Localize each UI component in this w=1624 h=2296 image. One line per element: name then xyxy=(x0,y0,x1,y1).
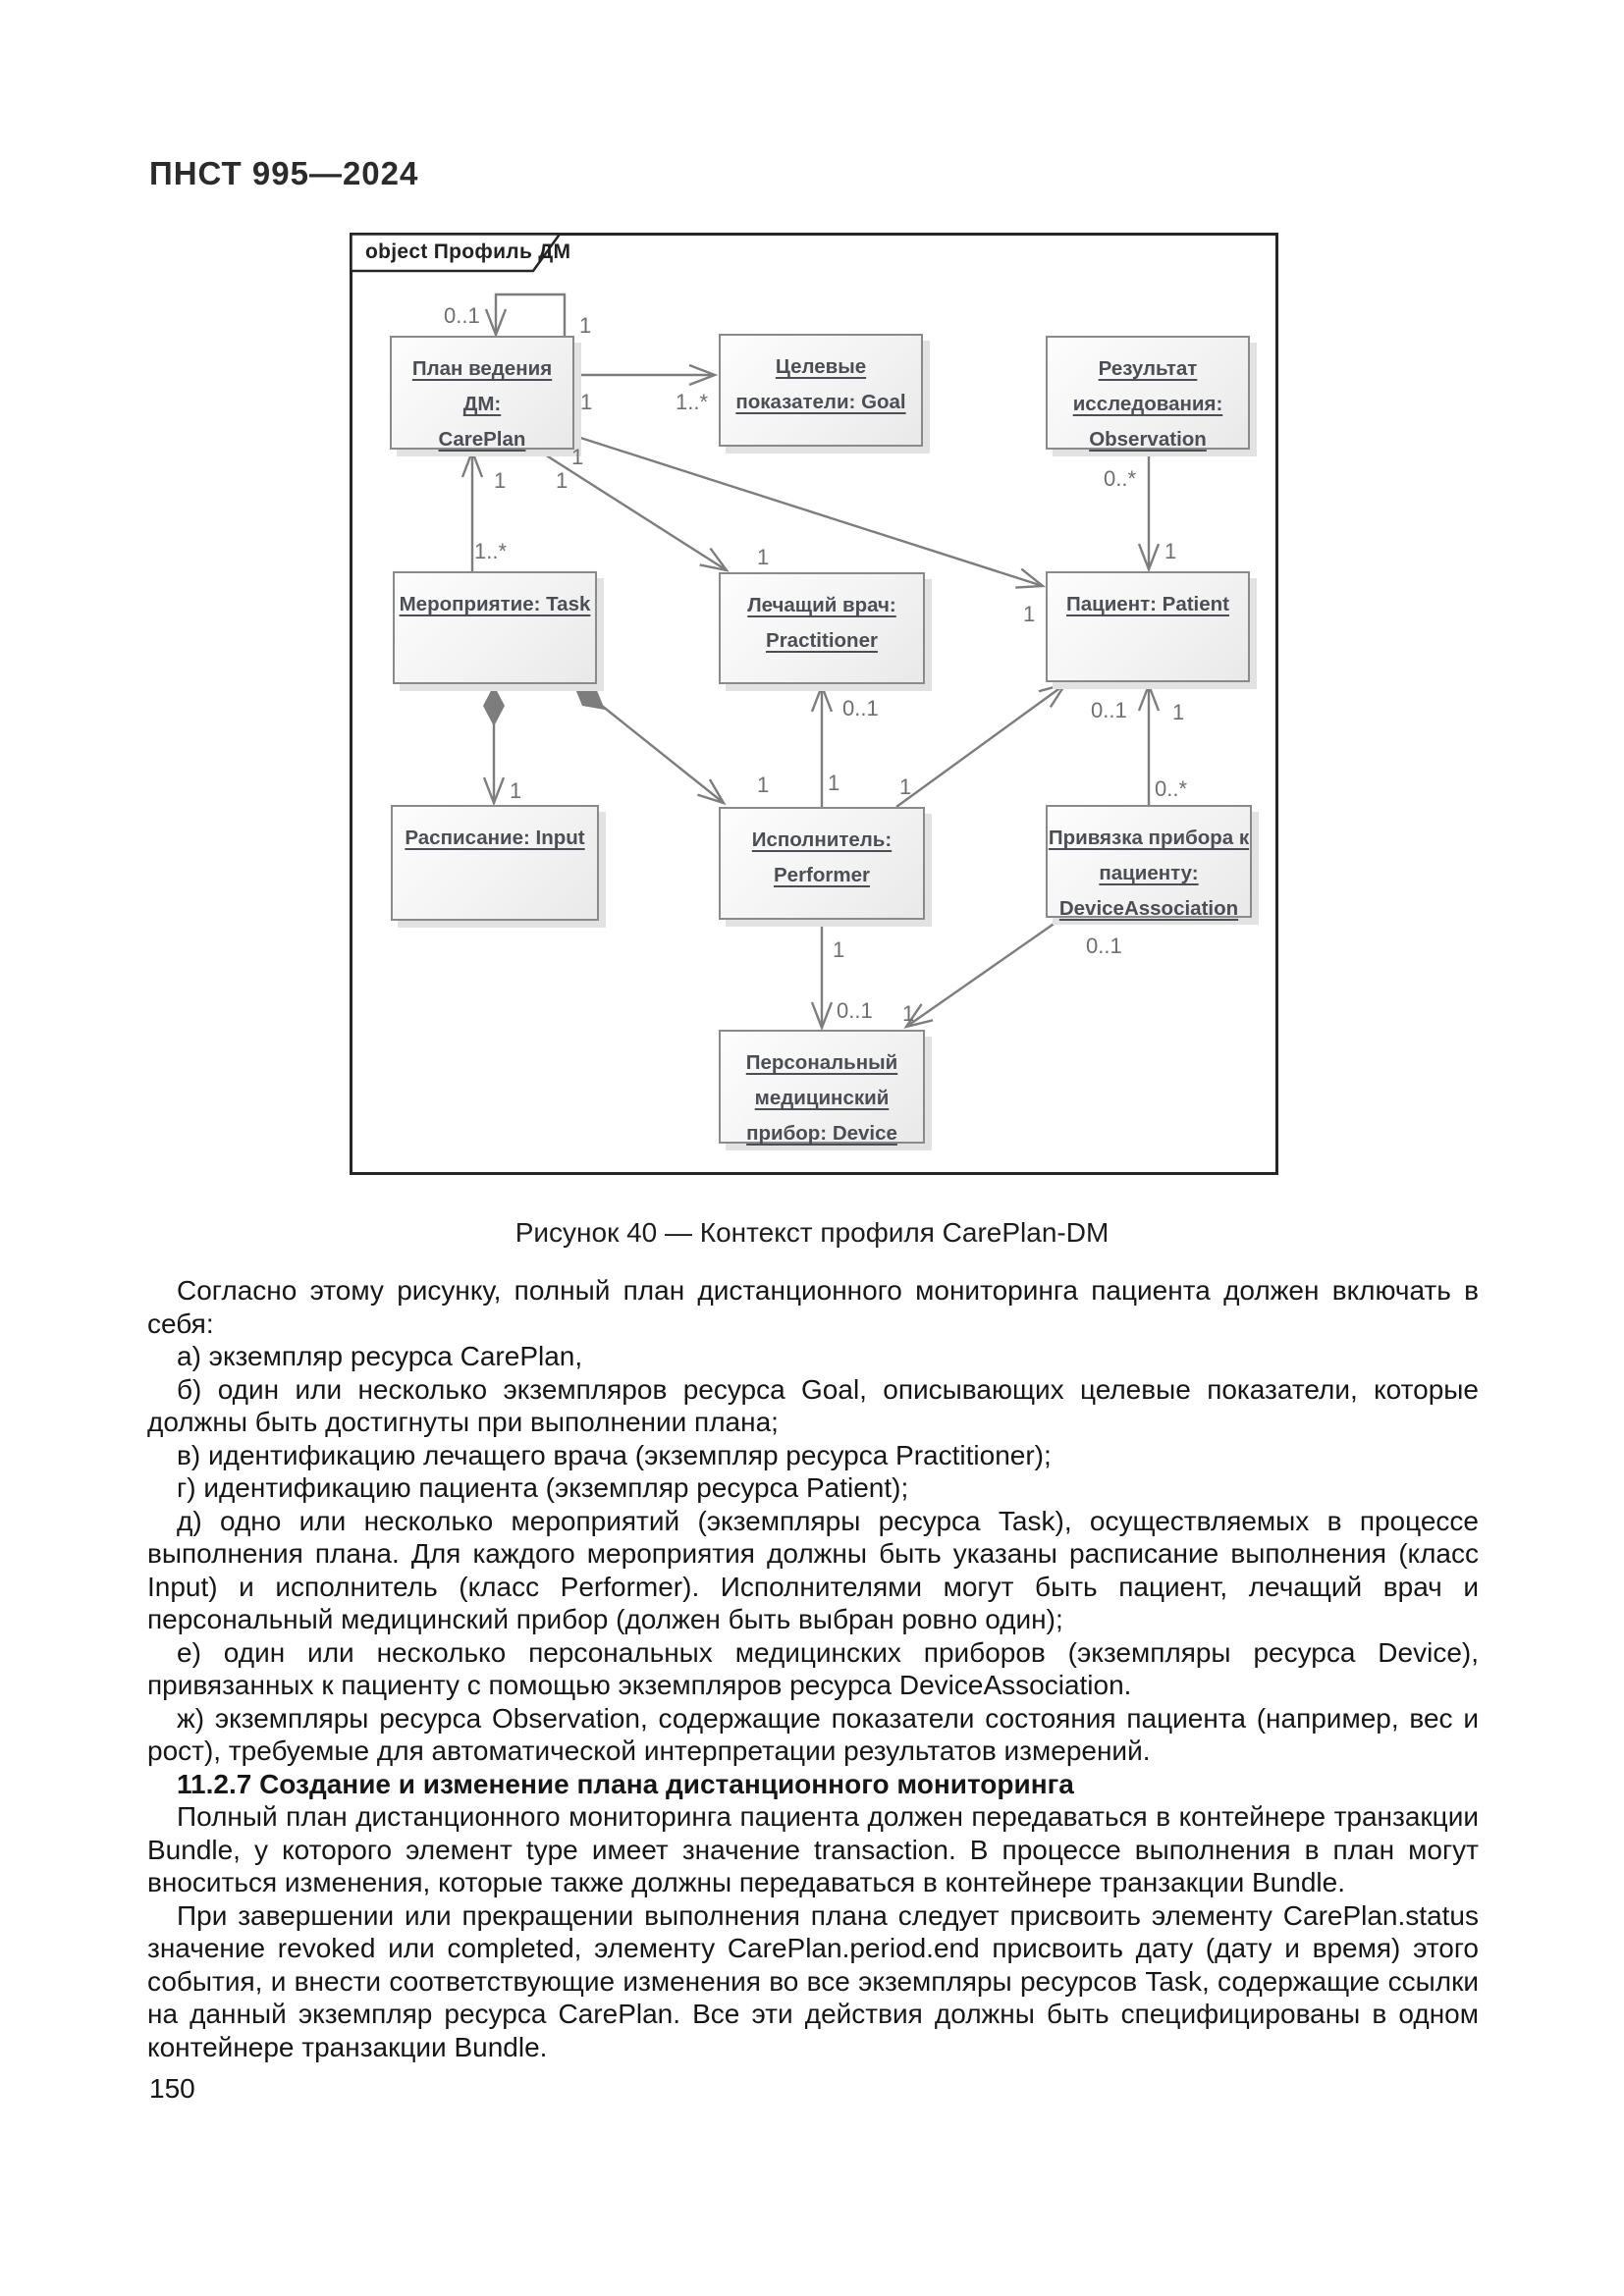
multiplicity-label: 1 xyxy=(1172,700,1185,724)
node-label: Целевые xyxy=(775,355,867,378)
multiplicity-label: 1 xyxy=(556,468,568,493)
task-input-diamond xyxy=(483,685,505,726)
multiplicity-label: 1 xyxy=(579,313,592,338)
multiplicity-label: 0..* xyxy=(1104,466,1137,491)
edge-careplan-patient xyxy=(573,434,1043,586)
node-label: пациенту: xyxy=(1099,862,1199,884)
node-label: Расписание: Input xyxy=(405,827,585,849)
multiplicity-label: 1 xyxy=(1164,539,1177,563)
paragraph: Полный план дистанционного мониторинга п… xyxy=(147,1801,1479,1897)
edge-deviceassociation-device xyxy=(906,917,1063,1027)
multiplicity-label: 0..1 xyxy=(1086,934,1122,958)
uml-diagram-frame: object Профиль ДМ План ведения ДМ: CarePl… xyxy=(350,233,1278,1175)
paragraph: а) экземпляр ресурса CarePlan, xyxy=(177,1341,583,1371)
diagram-tab xyxy=(350,233,563,273)
edge-performer-patient xyxy=(895,684,1065,808)
multiplicity-label: 1 xyxy=(828,771,840,795)
node-label: Observation xyxy=(1089,428,1207,451)
paragraph: ж) экземпляры ресурса Observation, содер… xyxy=(147,1702,1479,1767)
multiplicity-label: 0..1 xyxy=(837,998,873,1023)
node-deviceassociation: Привязка прибора к пациенту: DeviceAssocia… xyxy=(1046,805,1252,920)
paragraph: в) идентификацию лечащего врача (экземпл… xyxy=(177,1439,1052,1470)
section-heading: 11.2.7 Создание и изменение плана дистан… xyxy=(177,1768,1074,1799)
node-label: DeviceAssociation xyxy=(1058,897,1239,920)
node-input: Расписание: Input xyxy=(391,805,599,921)
multiplicity-label: 0..1 xyxy=(842,696,879,721)
node-label: Performer xyxy=(774,864,870,886)
multiplicity-label: 1 xyxy=(833,937,845,962)
page-number: 150 xyxy=(149,2073,195,2104)
page-header: ПНСТ 995—2024 xyxy=(149,155,419,191)
multiplicity-label: 1 xyxy=(580,390,593,414)
node-device: Персональный медицинский прибор: Device xyxy=(719,1030,925,1145)
node-patient: Пациент: Patient xyxy=(1046,571,1250,682)
multiplicity-label: 1 xyxy=(571,445,584,469)
node-label: Practitioner xyxy=(766,629,878,652)
multiplicity-label: 0..1 xyxy=(444,303,480,328)
node-label: показатели: Goal xyxy=(735,391,906,413)
multiplicity-label: 1 xyxy=(757,545,770,569)
multiplicity-label: 1 xyxy=(757,773,770,797)
node-label: медицинский xyxy=(754,1087,890,1109)
multiplicity-label: 1..* xyxy=(474,539,508,563)
body-text: Согласно этому рисунку, полный план дист… xyxy=(147,1274,1479,2063)
edge-careplan-practitioner xyxy=(536,448,727,570)
node-label: Мероприятие: Task xyxy=(399,593,591,615)
multiplicity-label: 0..1 xyxy=(1091,698,1127,722)
node-label: Привязка прибора к xyxy=(1048,827,1250,849)
paragraph: е) один или несколько персональных медиц… xyxy=(147,1636,1479,1701)
paragraph: г) идентификацию пациента (экземпляр рес… xyxy=(177,1472,909,1503)
node-task: Мероприятие: Task xyxy=(393,571,597,684)
diagram-tab-label: object Профиль ДМ xyxy=(365,240,571,263)
diagram-wires-svg xyxy=(350,233,1278,1175)
edge-careplan-self xyxy=(496,293,567,336)
multiplicity-label: 1 xyxy=(902,1001,915,1026)
paragraph: б) один или несколько экземпляров ресурс… xyxy=(147,1373,1479,1438)
node-label: План ведения ДМ: xyxy=(411,357,553,415)
multiplicity-label: 1 xyxy=(899,774,912,799)
node-label: Лечащий врач: xyxy=(747,594,896,616)
diagram-frame-border xyxy=(350,233,1278,1175)
node-label: Результат xyxy=(1098,357,1198,380)
multiplicity-label: 0..* xyxy=(1155,776,1188,801)
multiplicity-label: 1..* xyxy=(676,390,709,414)
node-observation: Результат исследования: Observation xyxy=(1046,336,1250,451)
node-practitioner: Лечащий врач: Practitioner xyxy=(719,572,925,684)
node-label: CarePlan xyxy=(438,428,526,451)
paragraph: При завершении или прекращении выполнени… xyxy=(147,1899,1479,2062)
node-performer: Исполнитель: Performer xyxy=(719,807,925,920)
node-goal: Целевые показатели: Goal xyxy=(719,334,923,447)
node-label: исследования: xyxy=(1072,393,1223,415)
multiplicity-label: 1 xyxy=(494,468,507,493)
paragraph: д) одно или несколько мероприятий (экзем… xyxy=(147,1505,1479,1635)
figure-caption: Рисунок 40 — Контекст профиля CarePlan-D… xyxy=(514,1217,1110,1248)
node-label: прибор: Device xyxy=(746,1122,897,1145)
task-performer-diamond xyxy=(573,684,605,710)
multiplicity-label: 1 xyxy=(510,778,522,803)
node-careplan: План ведения ДМ: CarePlan xyxy=(390,336,574,451)
node-label: Пациент: Patient xyxy=(1065,593,1230,615)
paragraph: Согласно этому рисунку, полный план дист… xyxy=(147,1275,1479,1339)
node-label: Персональный xyxy=(745,1051,898,1074)
multiplicity-label: 1 xyxy=(1023,602,1036,626)
node-label: Исполнитель: xyxy=(751,828,893,851)
